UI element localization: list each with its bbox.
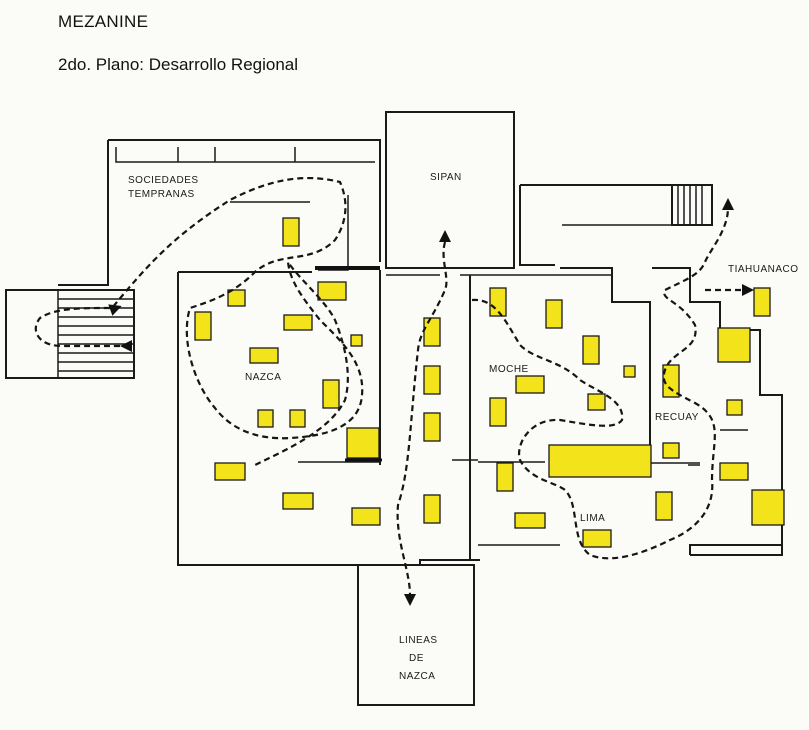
display-case <box>282 492 314 510</box>
display-case <box>317 281 347 301</box>
visitor-route <box>34 176 754 606</box>
sociedades-room-outer-wall <box>108 139 381 262</box>
display-case <box>289 409 306 428</box>
display-case <box>582 335 600 365</box>
display-case <box>489 397 507 427</box>
display-case <box>350 334 363 347</box>
display-case <box>751 489 785 526</box>
moche-lower-wall <box>478 461 560 546</box>
right-stairs <box>671 184 713 226</box>
display-case <box>423 494 441 524</box>
nazca-gallery-wall <box>177 271 420 566</box>
label-lineas-de-nazca-3: NAZCA <box>399 671 435 682</box>
display-case <box>514 512 546 529</box>
moche-stepped-wall <box>560 267 651 465</box>
display-case <box>322 379 340 409</box>
central-corridor-right-wall <box>469 275 480 561</box>
display-case <box>582 529 612 548</box>
right-stairs-steps <box>677 185 703 225</box>
arrow-icon-tiahuanaco <box>742 284 754 296</box>
route-path-nazca <box>34 176 364 466</box>
display-case <box>346 427 380 459</box>
arrow-icon-right-stairs <box>722 198 734 210</box>
sipan-room <box>385 111 515 269</box>
display-case <box>515 375 545 394</box>
label-nazca: NAZCA <box>245 372 281 383</box>
display-case <box>717 327 751 363</box>
display-case <box>726 399 743 416</box>
lineas-top-wall <box>419 559 470 565</box>
room-labels: SOCIEDADES TEMPRANAS SIPAN TIAHUANACO NA… <box>128 172 799 682</box>
display-case <box>194 311 212 341</box>
route-path-central <box>396 241 448 596</box>
display-case <box>283 314 313 331</box>
arrow-icon-sipan <box>439 230 451 242</box>
display-case <box>753 287 771 317</box>
label-lineas-de-nazca-1: LINEAS <box>399 635 438 646</box>
display-case <box>351 507 381 526</box>
lima-lower-wall <box>689 544 782 555</box>
display-case <box>227 289 246 307</box>
sociedades-room-inner-wall <box>115 147 375 163</box>
display-case <box>545 299 563 329</box>
label-lineas-de-nazca-2: DE <box>409 653 424 664</box>
route-path-moche-lima <box>471 207 730 560</box>
left-stairs-box <box>57 289 135 379</box>
sociedades-room-partitions <box>177 147 296 162</box>
display-case <box>719 462 749 481</box>
display-cases <box>194 217 785 548</box>
display-case <box>214 462 246 481</box>
display-case <box>662 442 680 459</box>
arrow-icon-lineas <box>404 594 416 606</box>
display-case <box>662 364 680 398</box>
display-case <box>423 365 441 395</box>
arrow-icon-left-stairs-in <box>108 304 122 316</box>
display-case <box>423 412 441 442</box>
label-sociedades-tempranas-1: SOCIEDADES <box>128 175 199 186</box>
display-case <box>489 287 507 317</box>
label-moche: MOCHE <box>489 364 529 375</box>
label-sociedades-tempranas-2: TEMPRANAS <box>128 189 195 200</box>
label-sipan: SIPAN <box>430 172 462 183</box>
label-lima: LIMA <box>580 513 605 524</box>
building-walls <box>5 111 783 706</box>
sociedades-inner-partition <box>318 195 349 271</box>
display-case <box>249 347 279 364</box>
display-case <box>496 462 514 492</box>
page-subtitle: 2do. Plano: Desarrollo Regional <box>58 55 299 74</box>
arrow-icon-left-stairs-out <box>120 340 132 352</box>
display-case <box>282 217 300 247</box>
display-case <box>423 317 441 347</box>
sociedades-room-left-wall <box>58 140 109 286</box>
label-tiahuanaco: TIAHUANACO <box>728 264 799 275</box>
display-case <box>623 365 636 378</box>
display-case <box>587 393 606 411</box>
page-title: MEZANINE <box>58 12 149 31</box>
display-case <box>655 491 673 521</box>
lineas-de-nazca-room <box>357 564 475 706</box>
display-case <box>257 409 274 428</box>
label-recuay: RECUAY <box>655 412 699 423</box>
display-case <box>548 444 652 478</box>
